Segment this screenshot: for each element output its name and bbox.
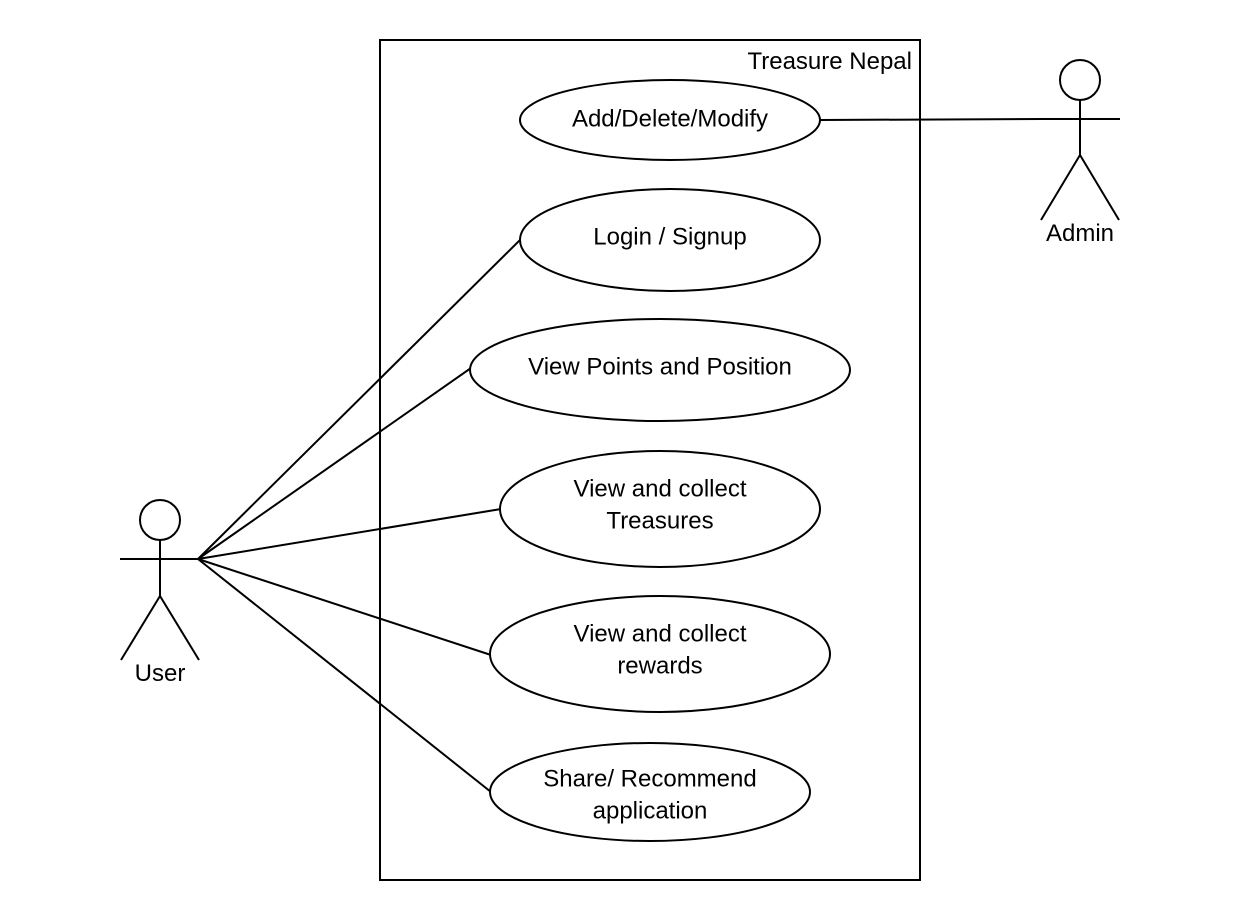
associations (197, 118, 1043, 793)
use-case-label: View Points and Position (528, 353, 792, 380)
actor-leg-right (159, 595, 200, 661)
use-case-ellipse (519, 188, 821, 292)
use-case-ellipse (489, 742, 811, 842)
use-case-ellipse (489, 595, 831, 713)
actor-leg-left (120, 595, 161, 661)
use-case-share-recommend[interactable]: Share/ Recommend application (489, 742, 811, 842)
actor-label: Admin (1046, 220, 1114, 247)
use-case-label-line-1: View and collect (574, 620, 747, 647)
use-case-view-points-position[interactable]: View Points and Position (469, 318, 851, 422)
actor-head (139, 499, 181, 541)
association-user-share-recommend (197, 558, 492, 793)
use-case-label-line-1: View and collect (574, 475, 747, 502)
use-case-view-collect-treasures[interactable]: View and collect Treasures (499, 450, 821, 568)
stick-figure-icon (1040, 59, 1120, 221)
association-user-view-points-position (197, 367, 472, 560)
use-case-view-collect-rewards[interactable]: View and collect rewards (489, 595, 831, 713)
system-title: Treasure Nepal (747, 48, 912, 75)
use-case-label-line-2: rewards (617, 652, 702, 679)
use-case-ellipse (519, 79, 821, 161)
actor-leg-left (1040, 154, 1081, 221)
use-case-add-delete-modify[interactable]: Add/Delete/Modify (519, 79, 821, 161)
use-case-label: Login / Signup (593, 223, 746, 250)
use-case-ellipse (469, 318, 851, 422)
system-boundary-box (379, 39, 921, 881)
association-user-view-collect-treasures (197, 508, 502, 560)
use-case-login-signup[interactable]: Login / Signup (519, 188, 821, 292)
association-user-view-collect-rewards (197, 558, 492, 656)
association-user-login-signup (197, 237, 523, 560)
use-case-ellipse (499, 450, 821, 568)
use-case-label-line-2: Treasures (606, 507, 713, 534)
use-case-label-line-1: Share/ Recommend (543, 765, 756, 792)
actor-leg-right (1079, 154, 1120, 221)
use-case-label-line-2: application (593, 797, 708, 824)
actor-head (1059, 59, 1101, 101)
actor-admin[interactable]: Admin (1040, 59, 1120, 247)
actor-label: User (135, 660, 186, 687)
use-case-label: Add/Delete/Modify (572, 105, 768, 132)
actor-user[interactable]: User (120, 499, 200, 687)
stick-figure-icon (120, 499, 200, 661)
system-boundary: Treasure Nepal (379, 39, 921, 881)
association-admin-add-delete-modify (819, 118, 1043, 121)
